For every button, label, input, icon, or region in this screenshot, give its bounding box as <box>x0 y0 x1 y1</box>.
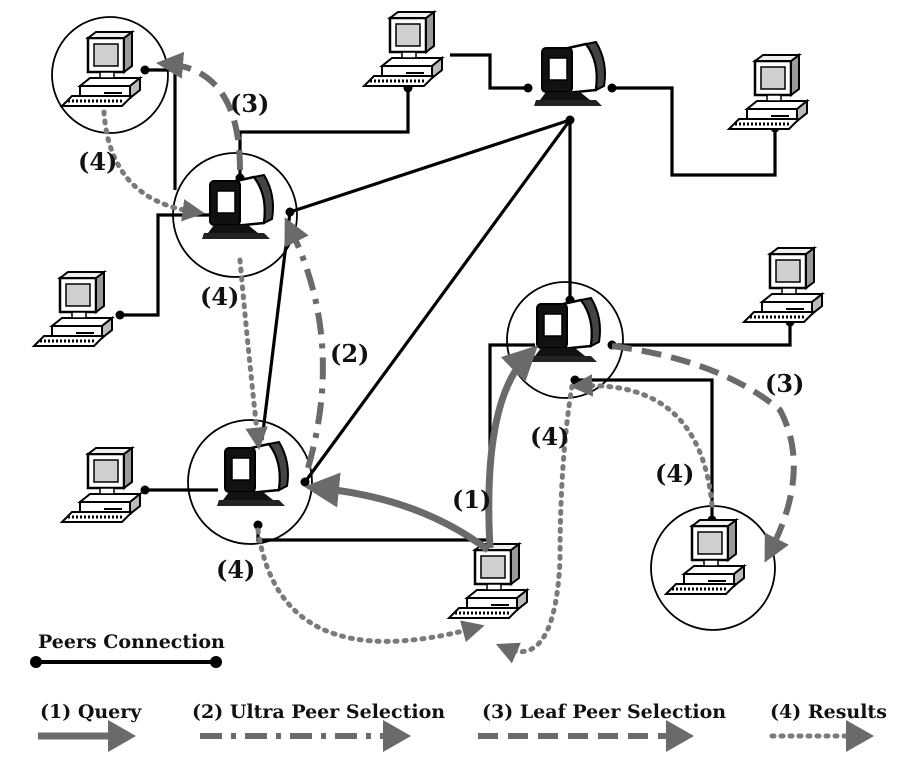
label-results-bottom-right: (4) <box>655 459 694 488</box>
wire-top-left-leaf <box>145 68 177 190</box>
leaf-peer-top-center-icon <box>362 10 444 88</box>
ultra-peer-ring-left <box>172 152 298 278</box>
legend: Peers Connection (1) Query (2) Ultra Pee… <box>30 631 887 752</box>
results-arrow-top-left-to-left-ultra <box>101 109 205 222</box>
wire-left-ultra-to-bottom-ultra <box>260 211 292 441</box>
leaf-peer-selection-arrows <box>156 51 797 563</box>
ultra-peer-top-icon <box>532 40 607 108</box>
leaf-selection-arrow-bottom-right <box>611 343 797 563</box>
label-results-left: (4) <box>200 282 239 311</box>
ultra-peer-ring-right <box>506 281 624 399</box>
leaf-peer-right-icon <box>742 246 824 324</box>
label-results-bottom-left: (4) <box>216 555 255 584</box>
wire-top-ultra-to-left-ultra <box>289 118 571 214</box>
leaf-peer-bottom-left-icon <box>60 446 142 524</box>
results-arrow-right-ultra-to-query-leaf <box>495 383 575 664</box>
leaf-peer-bottom-right-icon <box>664 518 746 596</box>
wire-left-leaf <box>120 213 210 317</box>
legend-peers-connection-label: Peers Connection <box>38 631 225 653</box>
leaf-peer-top-left-icon <box>60 30 142 108</box>
label-ultra-selection: (2) <box>330 339 369 368</box>
ultra-peer-selection-arrows <box>284 217 326 469</box>
query-arrow-to-bottom-ultra <box>304 472 491 553</box>
wire-top-ultra-to-bottom-ultra <box>303 119 572 483</box>
results-arrow-bottom-right-leaf-to-right-ultra <box>570 374 715 508</box>
wire-top-right-leaf <box>610 86 777 177</box>
ultra-selection-arrow <box>284 217 326 469</box>
ultra-peer-right-icon <box>527 296 602 364</box>
ultra-peer-left-icon <box>200 173 275 241</box>
results-arrow-left-ultra-to-bottom-ultra <box>237 257 268 450</box>
label-results-right-ultra: (4) <box>530 422 569 451</box>
label-results-top-left: (4) <box>78 147 117 176</box>
label-query: (1) <box>452 485 491 514</box>
query-arrow-to-right-ultra <box>485 345 538 549</box>
results-arrows <box>101 109 715 664</box>
results-arrow-bottom-ultra-to-query-leaf <box>255 527 485 644</box>
legend-query-label: (1) Query <box>40 701 142 723</box>
label-leaf-selection-top-left: (3) <box>230 89 269 118</box>
label-leaf-selection-right: (3) <box>765 369 804 398</box>
leaf-peer-left-icon <box>32 270 114 348</box>
leaf-peer-query-origin-icon <box>447 542 529 620</box>
wire-top-center-leaf-to-ultra <box>450 53 528 90</box>
leaf-selection-arrow-top-left <box>156 51 243 171</box>
legend-ultra-peer-selection-label: (2) Ultra Peer Selection <box>192 701 445 723</box>
wire-bottom-right-leaf <box>575 378 714 520</box>
leaf-peer-top-right-icon <box>727 53 809 131</box>
wire-right-leaf <box>610 322 792 347</box>
legend-results-label: (4) Results <box>770 701 887 723</box>
ultra-peer-bottom-icon <box>215 440 290 508</box>
legend-leaf-peer-selection-label: (3) Leaf Peer Selection <box>482 701 726 723</box>
query-arrows <box>304 345 538 553</box>
